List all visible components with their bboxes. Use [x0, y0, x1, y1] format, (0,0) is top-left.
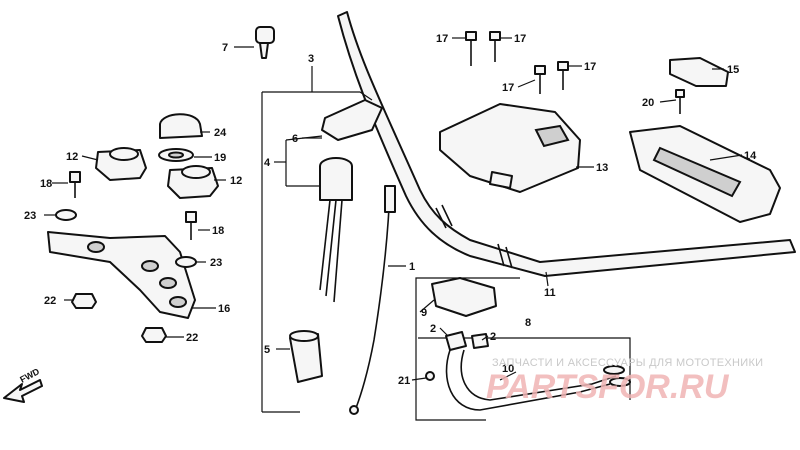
- leader-lines: [44, 37, 743, 381]
- callout-22-a: 22: [44, 295, 56, 307]
- callout-16: 16: [218, 303, 230, 315]
- bulb-sockets: [445, 331, 489, 351]
- screw-21: [425, 371, 435, 381]
- holder-upper-left: [95, 147, 147, 181]
- callout-12-a: 12: [66, 151, 78, 163]
- callout-2-b: 2: [490, 331, 496, 343]
- indicator-light-holder: [669, 57, 729, 87]
- washer-23-right: [175, 256, 197, 268]
- callout-18-b: 18: [212, 225, 224, 237]
- callout-13: 13: [596, 162, 608, 174]
- indicator-panel: [629, 125, 781, 223]
- bolt-17-b: [489, 31, 501, 62]
- callout-24: 24: [214, 127, 227, 139]
- callout-14: 14: [744, 150, 757, 162]
- handlebar-bracket: [47, 231, 196, 319]
- callout-22-b: 22: [186, 332, 198, 344]
- callout-23-a: 23: [24, 210, 36, 222]
- bolt-17-d: [557, 61, 569, 90]
- bolt-18-right: [185, 211, 197, 240]
- callout-9: 9: [421, 307, 427, 319]
- callout-5: 5: [264, 344, 270, 356]
- screw-20: [675, 89, 685, 114]
- nut-22-right: [141, 327, 167, 343]
- speedometer-cable: [349, 185, 396, 415]
- watermark-text: ЗАПЧАСТИ И АКСЕССУАРЫ ДЛЯ МОТОТЕХНИКИ: [492, 357, 763, 369]
- wire-harness: [445, 349, 631, 411]
- washer: [158, 148, 194, 162]
- callout-19: 19: [214, 152, 226, 164]
- callout-18-a: 18: [40, 178, 52, 190]
- ignition-switch-cover: [321, 99, 383, 141]
- ignition-group-frame: [261, 91, 373, 413]
- cap: [159, 113, 203, 139]
- callout-23-b: 23: [210, 257, 222, 269]
- ignition-ring: [289, 330, 323, 383]
- forward-arrow: FWD: [3, 366, 43, 403]
- wiring-group-frame: [415, 277, 631, 421]
- callout-12-b: 12: [230, 175, 242, 187]
- callout-21: 21: [398, 375, 410, 387]
- callout-15: 15: [727, 64, 739, 76]
- callout-6: 6: [292, 133, 298, 145]
- callout-labels: 1 2 2 3 4 5 6 7 8 9 10 11 12 12 13 14 15…: [24, 33, 757, 387]
- callout-4: 4: [264, 157, 271, 169]
- key: [255, 26, 275, 59]
- callout-1: 1: [409, 261, 415, 273]
- ignition-switch: [319, 157, 353, 303]
- callout-11: 11: [544, 287, 556, 299]
- bolt-17-a: [465, 31, 477, 66]
- callout-17-a: 17: [436, 33, 448, 45]
- callout-20: 20: [642, 97, 654, 109]
- callout-17-c: 17: [502, 82, 514, 94]
- holder-upper-right: [167, 165, 219, 199]
- callout-17-b: 17: [514, 33, 526, 45]
- relay: [431, 277, 497, 317]
- watermark: ЗАПЧАСТИ И АКСЕССУАРЫ ДЛЯ МОТОТЕХНИКИ PA…: [486, 357, 763, 406]
- callout-17-d: 17: [584, 61, 596, 73]
- nut-22-left: [71, 293, 97, 309]
- callout-7: 7: [222, 42, 228, 54]
- watermark-logo: PARTSFOR.RU: [486, 368, 730, 406]
- washer-23-left: [55, 209, 77, 221]
- bolt-17-c: [534, 65, 546, 94]
- callout-8: 8: [525, 317, 531, 329]
- callout-3: 3: [308, 53, 314, 65]
- meter-housing: [439, 103, 581, 193]
- callout-2-a: 2: [430, 323, 436, 335]
- callout-10: 10: [502, 363, 514, 375]
- bolt-18-left: [69, 171, 81, 198]
